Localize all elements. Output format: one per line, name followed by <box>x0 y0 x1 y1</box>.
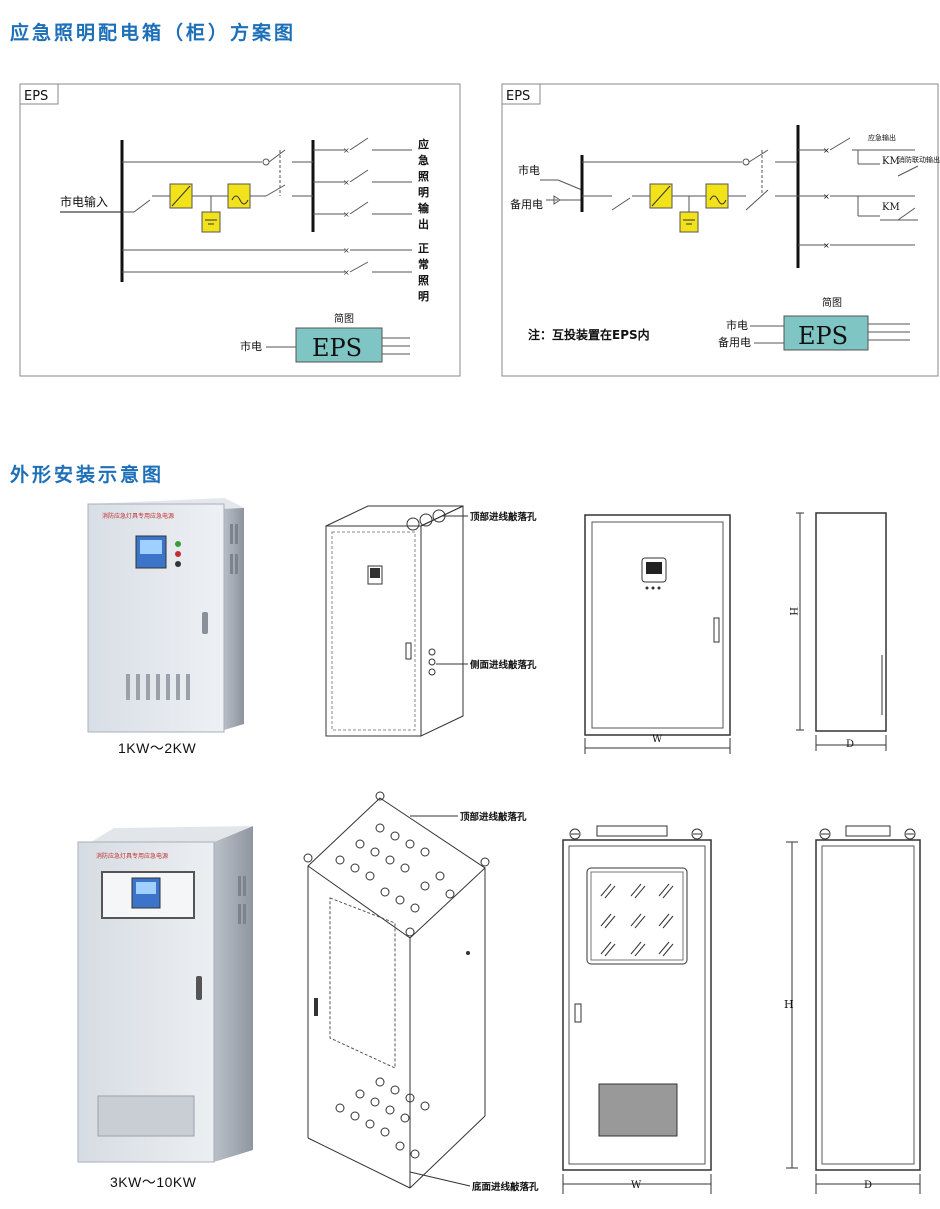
emergency-output-label: 应 急 照 明 输 出 <box>418 137 430 231</box>
svg-text:明: 明 <box>418 290 429 303</box>
small-cabinet-front-drawing: W <box>584 514 731 754</box>
svg-text:×: × <box>343 268 350 277</box>
svg-text:出: 出 <box>418 217 429 231</box>
right-note: 注：互投装置在EPS内 <box>528 327 650 342</box>
right-eps-tag: EPS <box>506 89 530 104</box>
large-cabinet-front-drawing: W <box>562 825 712 1194</box>
svg-text:×: × <box>343 146 350 155</box>
small-cabinet-isometric: 顶部进线敲落孔 侧面进线敲落孔 <box>325 505 537 737</box>
scheme-section-title: 应急照明配电箱（柜）方案图 <box>10 22 297 44</box>
left-eps-box-label: EPS <box>312 334 362 362</box>
right-mains-label-2: 市电 <box>726 318 748 332</box>
emergency-output-small: 应急输出 <box>868 133 896 142</box>
svg-text:×: × <box>823 241 830 250</box>
left-simplified-label: 简图 <box>334 312 354 325</box>
right-eps-box-label: EPS <box>798 322 848 350</box>
small-top-knockout-label: 顶部进线敲落孔 <box>470 511 537 523</box>
svg-text:照: 照 <box>418 170 429 183</box>
large-top-knockout-label: 顶部进线敲落孔 <box>460 811 527 823</box>
svg-text:明: 明 <box>418 186 429 199</box>
small-cabinet-front-text: 消防应急灯具专用应急电源 <box>102 512 174 520</box>
small-side-depth-label: D <box>846 739 854 750</box>
large-cabinet-isometric: 顶部进线敲落孔 底面进线敲落孔 <box>303 791 539 1193</box>
svg-text:×: × <box>823 192 830 201</box>
fire-link-output: 消防联动输出 <box>898 155 940 164</box>
mains-input-label: 市电输入 <box>60 194 108 209</box>
large-bottom-knockout-label: 底面进线敲落孔 <box>471 1181 539 1193</box>
large-cabinet-front-text: 消防应急灯具专用应急电源 <box>96 852 168 860</box>
normal-lighting-label: 正 常 照 明 <box>418 242 429 303</box>
svg-text:×: × <box>343 178 350 187</box>
right-schematic: EPS 市电 备用电 × 应急输出 KM 消防联动输出 × KM × 注：互投装… <box>501 83 940 377</box>
right-backup-label: 备用电 <box>510 197 543 211</box>
svg-text:×: × <box>823 146 830 155</box>
svg-text:×: × <box>343 210 350 219</box>
install-section-title: 外形安装示意图 <box>10 464 165 486</box>
small-front-width-label: W <box>652 734 663 745</box>
svg-text:正: 正 <box>418 242 429 255</box>
left-eps-tag: EPS <box>24 89 48 104</box>
km2-label: KM <box>882 202 900 213</box>
svg-text:急: 急 <box>418 153 429 167</box>
svg-text:输: 输 <box>418 201 430 215</box>
right-mains-label: 市电 <box>518 163 540 177</box>
right-backup-label-2: 备用电 <box>718 335 751 349</box>
right-eps-box <box>783 315 869 351</box>
small-cabinet-side-drawing: H D <box>787 512 887 751</box>
large-side-depth-label: D <box>864 1180 872 1191</box>
km1-label: KM <box>882 156 900 167</box>
large-cabinet-photo: 消防应急灯具专用应急电源 <box>77 826 253 1163</box>
small-cabinet-photo: 消防应急灯具专用应急电源 <box>87 498 244 733</box>
svg-text:照: 照 <box>418 274 429 287</box>
small-side-knockout-label: 侧面进线敲落孔 <box>470 659 537 671</box>
small-cabinet-caption: 1KW～2KW <box>118 740 197 756</box>
large-cabinet-side-drawing: H D <box>784 825 921 1194</box>
right-simplified-label: 简图 <box>822 296 842 309</box>
left-mains-label: 市电 <box>240 339 262 353</box>
large-side-height-label: H <box>784 998 794 1011</box>
large-cabinet-caption: 3KW～10KW <box>110 1174 197 1190</box>
large-front-width-label: W <box>631 1180 642 1191</box>
small-side-height-label: H <box>787 607 798 616</box>
svg-text:×: × <box>343 246 350 255</box>
svg-text:常: 常 <box>418 257 429 271</box>
left-eps-box <box>295 327 383 363</box>
svg-text:应: 应 <box>418 137 429 151</box>
left-schematic: EPS 市电输入 × × × × × 应 急 照 明 输 出 正 常 照 明 简… <box>19 83 461 377</box>
